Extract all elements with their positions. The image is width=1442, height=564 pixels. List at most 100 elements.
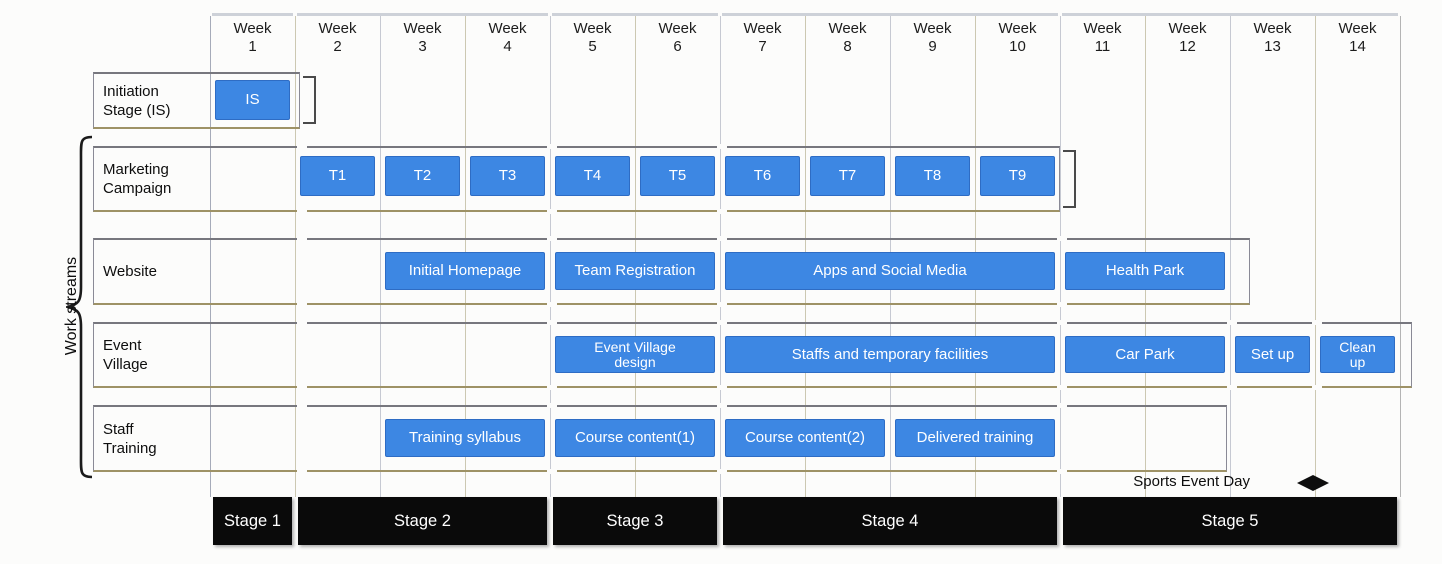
task-bar-t1: T1 bbox=[300, 156, 375, 196]
row-border-gap bbox=[547, 302, 557, 307]
row-label-text: Event bbox=[103, 337, 142, 354]
task-bar-t3: T3 bbox=[470, 156, 545, 196]
row-label-text: Marketing bbox=[103, 161, 169, 178]
week-header-text: 3 bbox=[418, 38, 427, 55]
task-bar-course-content-2-: Course content(2) bbox=[725, 419, 885, 457]
week-header-text: 12 bbox=[1179, 38, 1196, 55]
row-border-gap bbox=[717, 320, 727, 325]
task-bar-t5: T5 bbox=[640, 156, 715, 196]
week-header-text: 13 bbox=[1264, 38, 1281, 55]
task-bar-car-park: Car Park bbox=[1065, 336, 1225, 373]
row-border-gap bbox=[1057, 302, 1067, 307]
task-bar-initial-homepage: Initial Homepage bbox=[385, 252, 545, 290]
row-border-gap bbox=[1227, 320, 1237, 325]
task-bar-staffs-and-temporary-facilities: Staffs and temporary facilities bbox=[725, 336, 1055, 373]
row-label-text: Village bbox=[103, 356, 148, 373]
row-border-gap bbox=[297, 236, 307, 241]
row-border-gap bbox=[1057, 469, 1067, 474]
row-box-event-village bbox=[93, 322, 1412, 388]
task-bar-apps-and-social-media: Apps and Social Media bbox=[725, 252, 1055, 290]
row-end-bracket bbox=[1063, 150, 1076, 208]
task-bar-t7: T7 bbox=[810, 156, 885, 196]
grid-week-line bbox=[295, 16, 296, 497]
week-header-text: Week bbox=[658, 20, 697, 37]
task-bar-delivered-training: Delivered training bbox=[895, 419, 1055, 457]
row-border-gap bbox=[717, 385, 727, 390]
grid-week-line bbox=[1315, 16, 1316, 497]
week-header-text: 14 bbox=[1349, 38, 1366, 55]
row-label-text: Staff bbox=[103, 420, 134, 438]
row-border-gap bbox=[547, 144, 557, 149]
row-label-text: Training bbox=[103, 439, 157, 457]
week-header-text: Week bbox=[1338, 20, 1377, 37]
task-bar-t6: T6 bbox=[725, 156, 800, 196]
row-box-staff-training bbox=[93, 405, 1227, 472]
week-header-text: 2 bbox=[333, 38, 342, 55]
week-header-text: Week bbox=[828, 20, 867, 37]
header-group-segment bbox=[722, 13, 1058, 16]
axis-label-work-streams: Work streams bbox=[63, 256, 80, 356]
week-header-text: 7 bbox=[758, 38, 767, 55]
task-bar-t9: T9 bbox=[980, 156, 1055, 196]
week-header-text: Week bbox=[1083, 20, 1122, 37]
row-border-gap bbox=[717, 209, 727, 214]
grid-week-line bbox=[210, 16, 211, 497]
row-border-gap bbox=[297, 209, 307, 214]
row-label-text: Initiation bbox=[103, 82, 159, 100]
row-border-gap bbox=[297, 302, 307, 307]
grid-week-line bbox=[720, 16, 721, 497]
task-bar-text: up bbox=[1349, 353, 1366, 370]
row-box-marketing-campaign bbox=[93, 146, 1060, 212]
week-header-text: 5 bbox=[588, 38, 597, 55]
grid-week-line bbox=[550, 16, 551, 497]
task-bar-t2: T2 bbox=[385, 156, 460, 196]
week-header-text: Week bbox=[743, 20, 782, 37]
row-border-gap bbox=[717, 236, 727, 241]
stage-bar-stage-2: Stage 2 bbox=[298, 497, 547, 545]
row-border-gap bbox=[1057, 385, 1067, 390]
task-bar-health-park: Health Park bbox=[1065, 252, 1225, 290]
row-border-gap bbox=[547, 469, 557, 474]
stage-bar-stage-4: Stage 4 bbox=[723, 497, 1057, 545]
row-border-gap bbox=[297, 385, 307, 390]
row-border-gap bbox=[717, 302, 727, 307]
task-bar-t8: T8 bbox=[895, 156, 970, 196]
row-border-gap bbox=[717, 469, 727, 474]
week-header-text: 6 bbox=[673, 38, 682, 55]
row-border-gap bbox=[1057, 236, 1067, 241]
stage-bar-stage-1: Stage 1 bbox=[213, 497, 292, 545]
task-bar-team-registration: Team Registration bbox=[555, 252, 715, 290]
row-label-text: Campaign bbox=[103, 180, 172, 197]
task-bar-text: design bbox=[614, 353, 656, 370]
task-bar-course-content-1-: Course content(1) bbox=[555, 419, 715, 457]
header-group-segment bbox=[297, 13, 548, 16]
week-header-text: Week bbox=[233, 20, 272, 37]
header-group-segment bbox=[1062, 13, 1398, 16]
row-end-bracket bbox=[303, 76, 316, 124]
row-border-gap bbox=[297, 469, 307, 474]
week-header-text: Week bbox=[403, 20, 442, 37]
task-bar-text: Event Village bbox=[594, 338, 676, 355]
week-header-text: Week bbox=[1168, 20, 1207, 37]
row-box-initiation-stage bbox=[93, 72, 300, 129]
stage-bar-stage-5: Stage 5 bbox=[1063, 497, 1397, 545]
grid-week-line bbox=[1230, 16, 1231, 497]
week-header-text: Week bbox=[318, 20, 357, 37]
grid-week-line bbox=[380, 16, 381, 497]
task-bar-training-syllabus: Training syllabus bbox=[385, 419, 545, 457]
